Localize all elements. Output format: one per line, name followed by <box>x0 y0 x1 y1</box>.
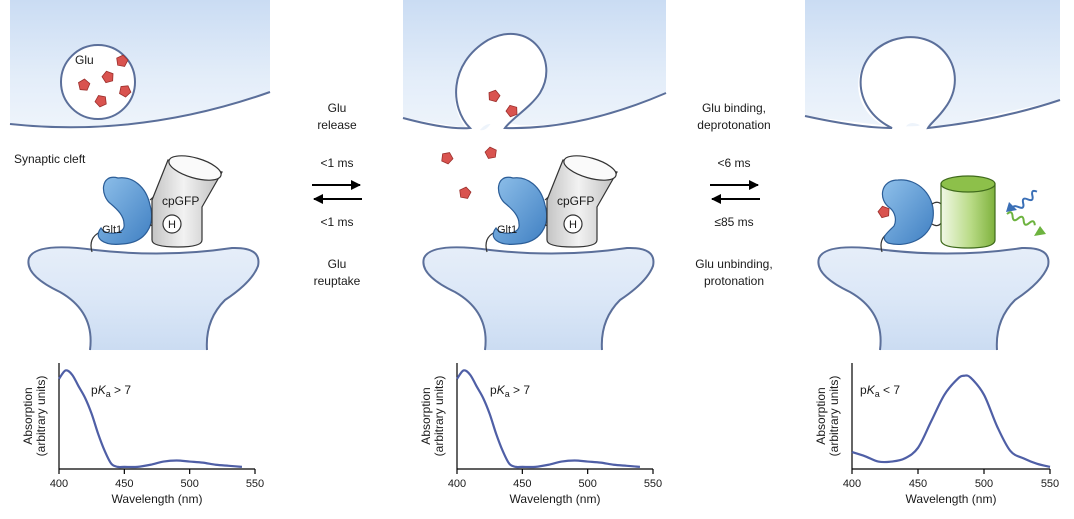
panel-bound <box>804 0 1061 351</box>
transition-release: Glu release <1 ms <1 ms Glu reuptake <box>312 101 362 288</box>
panel-resting: Glu Synaptic cleft Glt1 cpGFP H <box>9 0 271 351</box>
histidine-circle <box>563 214 583 234</box>
x-tick-label: 450 <box>513 478 531 490</box>
wavy-arrow-emission-icon <box>1006 211 1046 236</box>
pka-annotation: pKa < 7 <box>860 383 900 399</box>
postsynaptic-membrane <box>422 246 655 351</box>
glt1-protein-bound <box>881 179 934 245</box>
x-tick-label: 500 <box>180 478 198 490</box>
postsynaptic-terminal <box>28 247 259 350</box>
glt1-label: Glt1 <box>102 224 122 236</box>
histidine-label: H <box>168 219 176 231</box>
x-tick-label: 550 <box>246 478 264 490</box>
transition-top-line-2: release <box>317 118 357 132</box>
y-axis-label-units: (arbitrary units) <box>432 376 446 457</box>
transition-binding: Glu binding, deprotonation <6 ms ≤85 ms … <box>695 101 772 288</box>
presynaptic-membrane <box>9 91 271 129</box>
cpgfp-label: cpGFP <box>557 194 594 208</box>
forward-time: <1 ms <box>320 156 353 170</box>
postsynaptic-terminal <box>423 247 654 350</box>
glutamate-pentagon-icon <box>119 85 132 98</box>
x-tick-label: 450 <box>909 478 927 490</box>
x-axis-label: Wavelength (nm) <box>906 492 997 506</box>
panel-release: Glt1 cpGFP H <box>402 0 667 351</box>
fusing-vesicle <box>454 33 547 130</box>
glutamate-pentagon-icon <box>441 152 454 165</box>
y-axis-label-units: (arbitrary units) <box>34 376 48 457</box>
glutamate-pentagon-icon <box>484 146 497 159</box>
glutamate-pentagon-icon <box>488 89 501 103</box>
glt1-protein <box>97 176 153 245</box>
forward-time: <6 ms <box>717 156 750 170</box>
cylinder-cpgfp-icon <box>940 175 996 249</box>
reverse-time: <1 ms <box>320 215 353 229</box>
x-tick-label: 550 <box>644 478 662 490</box>
x-axis-label: Wavelength (nm) <box>112 492 203 506</box>
fused-vesicle <box>858 37 955 128</box>
x-tick-label: 400 <box>843 478 861 490</box>
x-axis-label: Wavelength (nm) <box>510 492 601 506</box>
absorption-curve <box>58 369 243 469</box>
wavy-arrow-excitation-icon <box>1006 189 1038 212</box>
x-tick-label: 500 <box>975 478 993 490</box>
x-tick-label: 400 <box>448 478 466 490</box>
postsynaptic-membrane <box>817 246 1050 351</box>
glutamate-pentagon-icon <box>116 54 129 67</box>
transition-bottom-line-2: reuptake <box>314 274 361 288</box>
glutamate-pentagon-icon <box>877 205 890 219</box>
x-tick-label: 450 <box>115 478 133 490</box>
presynaptic-membrane <box>804 36 1061 130</box>
presynaptic-membrane <box>402 32 667 130</box>
histidine-circle <box>162 214 182 234</box>
transition-top-line-1: Glu binding, <box>702 101 766 115</box>
y-axis-label-units: (arbitrary units) <box>827 376 841 457</box>
absorption-curve <box>456 369 641 469</box>
transition-bottom-line-2: protonation <box>704 274 764 288</box>
y-axis-label: Absorption <box>814 387 828 444</box>
pka-annotation: pKa > 7 <box>91 383 131 399</box>
glt1-protein <box>492 176 548 245</box>
glutamate-pentagon-icon <box>94 95 107 108</box>
reverse-time: ≤85 ms <box>714 215 753 229</box>
vesicle-label: Glu <box>75 53 94 67</box>
glutamate-pentagon-icon <box>459 186 472 199</box>
pka-annotation: pKa > 7 <box>490 383 530 399</box>
synaptic-cleft-label: Synaptic cleft <box>14 152 86 166</box>
x-tick-label: 550 <box>1041 478 1059 490</box>
x-tick-label: 500 <box>578 478 596 490</box>
postsynaptic-terminal <box>818 247 1049 350</box>
absorption-curve <box>851 374 1051 468</box>
transition-top-line-2: deprotonation <box>697 118 770 132</box>
synaptic-vesicle <box>60 44 136 120</box>
transition-top-line-1: Glu <box>328 101 347 115</box>
cpgfp-label: cpGFP <box>162 194 199 208</box>
transition-bottom-line-1: Glu unbinding, <box>695 257 772 271</box>
glutamate-pentagon-icon <box>78 78 91 91</box>
glt1-label: Glt1 <box>497 224 517 236</box>
y-axis-label: Absorption <box>21 387 35 444</box>
glutamate-pentagon-icon <box>101 70 114 84</box>
x-tick-label: 400 <box>50 478 68 490</box>
transition-bottom-line-1: Glu <box>328 257 347 271</box>
glutamate-pentagon-icon <box>505 104 518 118</box>
postsynaptic-membrane <box>27 246 260 351</box>
histidine-label: H <box>569 219 577 231</box>
presynaptic-terminal <box>10 0 270 128</box>
y-axis-label: Absorption <box>419 387 433 444</box>
